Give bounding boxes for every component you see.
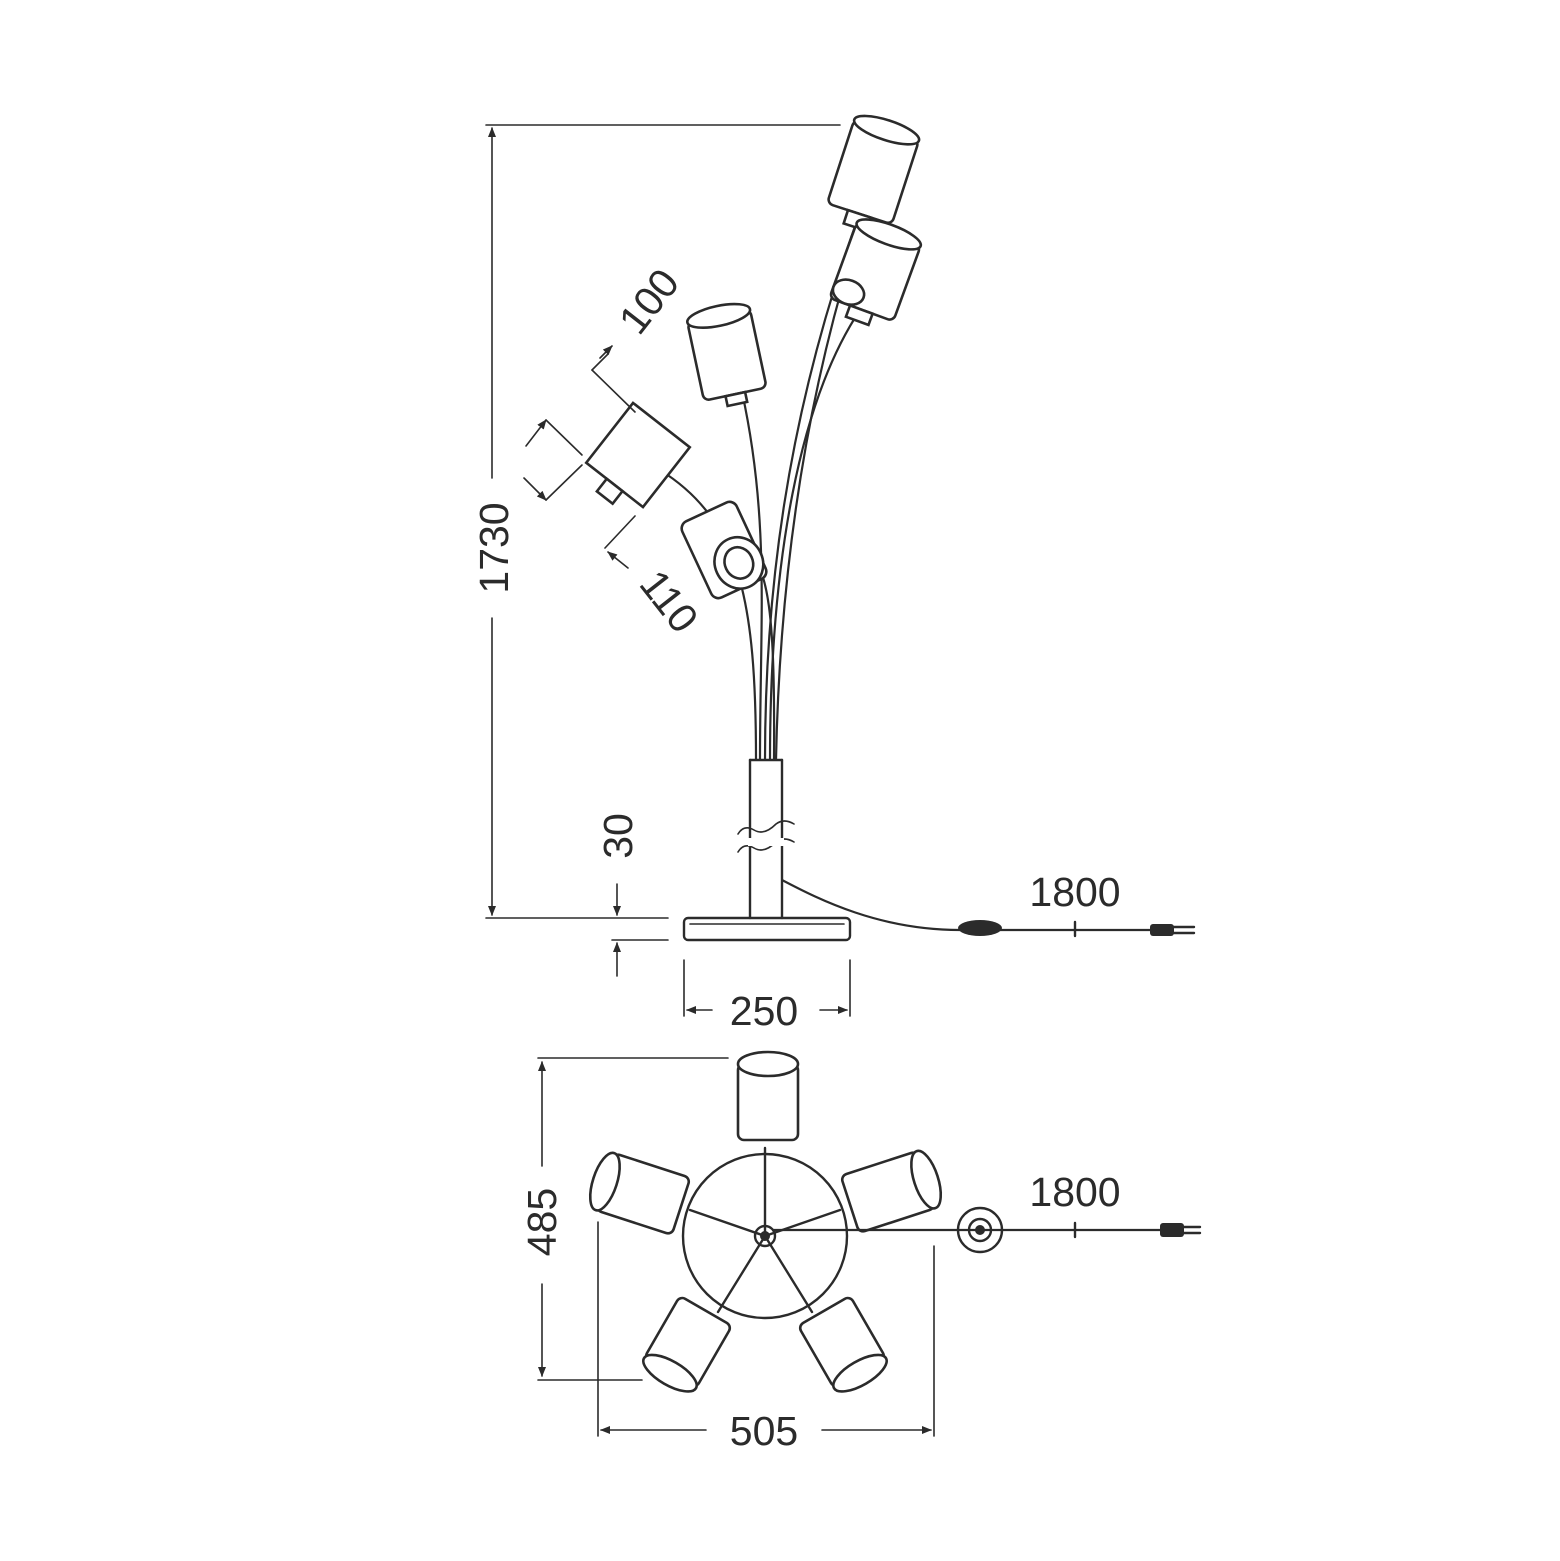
base-diameter-dimension: 250 bbox=[683, 959, 851, 1034]
lamp-stem bbox=[737, 758, 795, 920]
shade-diameter-label: 100 bbox=[610, 260, 688, 342]
top-shade-west bbox=[588, 1151, 691, 1235]
top-cable-length-label: 1800 bbox=[1029, 1169, 1120, 1215]
top-cable: 1800 bbox=[772, 1169, 1202, 1254]
depth-dimension: 485 bbox=[519, 1057, 729, 1381]
switch-icon bbox=[956, 1206, 1004, 1254]
base-diameter-label: 250 bbox=[730, 988, 798, 1034]
width-label: 505 bbox=[730, 1408, 798, 1454]
foot-switch-icon bbox=[958, 920, 1002, 936]
depth-label: 485 bbox=[519, 1188, 565, 1256]
base-thickness-dimension: 30 bbox=[595, 813, 669, 977]
side-cable-length-label: 1800 bbox=[1029, 869, 1120, 915]
top-shade-southwest bbox=[642, 1296, 732, 1393]
width-dimension: 505 bbox=[597, 1221, 935, 1454]
top-base bbox=[681, 1146, 849, 1320]
lamp-base bbox=[682, 916, 852, 942]
shade-middle bbox=[686, 302, 767, 408]
top-view: 1800 485 505 bbox=[519, 1050, 1202, 1454]
base-thickness-label: 30 bbox=[595, 813, 641, 859]
top-shade-southeast bbox=[798, 1296, 888, 1393]
shade-top bbox=[827, 114, 921, 233]
shade-bracket-dimension bbox=[523, 419, 583, 501]
height-dimension: 1730 bbox=[471, 124, 841, 919]
shade-length-label: 110 bbox=[631, 561, 707, 641]
top-plug-icon bbox=[1160, 1223, 1184, 1237]
side-cable: 1800 bbox=[781, 869, 1196, 938]
side-view: 1730 bbox=[471, 114, 1196, 1034]
shade-diameter-dimension: 100 bbox=[591, 260, 688, 413]
top-shade-east bbox=[840, 1149, 943, 1233]
shade-lower bbox=[680, 500, 768, 600]
plug-icon bbox=[1150, 924, 1174, 936]
top-shade-north bbox=[736, 1050, 800, 1142]
height-label: 1730 bbox=[471, 502, 517, 593]
shade-dimensioned bbox=[584, 401, 692, 509]
shade-upper-right bbox=[829, 218, 923, 327]
